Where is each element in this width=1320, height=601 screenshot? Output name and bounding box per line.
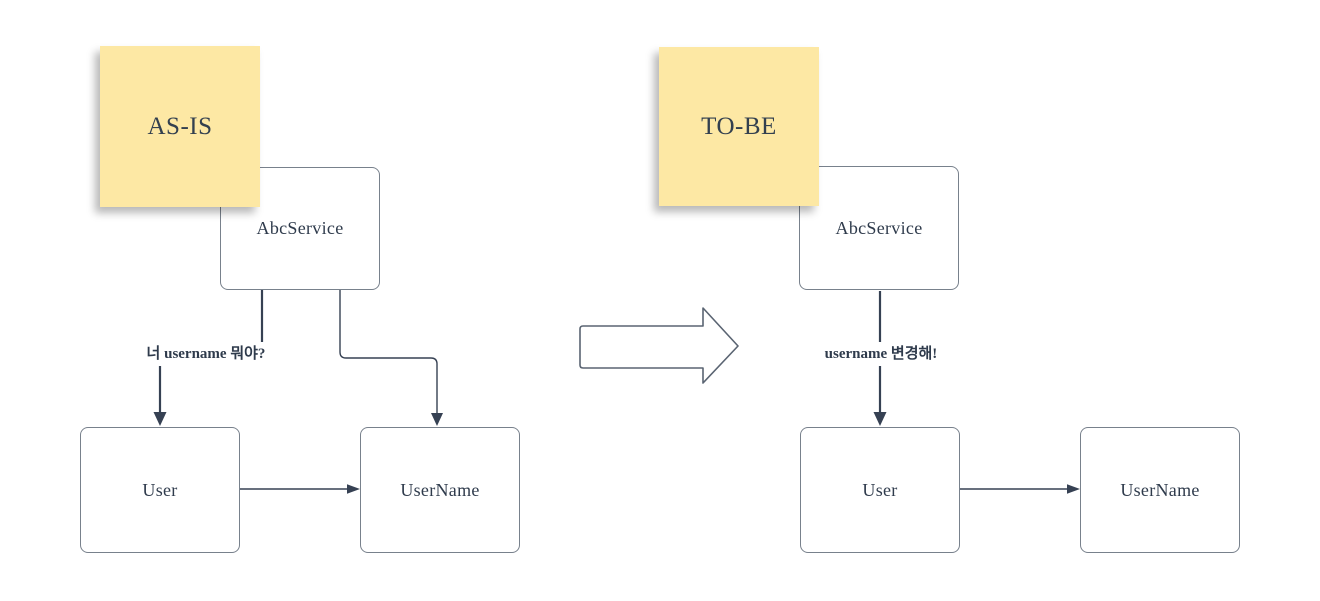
node-tobe-username-label: UserName — [1120, 479, 1200, 500]
node-asis-user-label: User — [142, 479, 178, 500]
edge-tobe-user-to-username — [960, 484, 1080, 494]
arrowhead-icon — [431, 413, 443, 426]
node-tobe-abcservice: AbcService — [799, 166, 959, 290]
sticky-note-as-is: AS-IS — [100, 46, 260, 207]
transition-block-arrow-icon — [579, 307, 739, 384]
arrowhead-icon — [153, 412, 167, 426]
sticky-note-to-be-label: TO-BE — [701, 112, 777, 140]
node-tobe-user: User — [800, 427, 960, 553]
edge-asis-user-to-username — [240, 484, 360, 494]
arrowhead-icon — [347, 484, 360, 494]
node-asis-username-label: UserName — [400, 479, 480, 500]
edge-label-tobe-change-username: username 변경해! — [801, 342, 961, 366]
arrowhead-icon — [1067, 484, 1080, 494]
sticky-note-to-be: TO-BE — [659, 47, 819, 206]
node-tobe-username: UserName — [1080, 427, 1240, 553]
sticky-note-as-is-label: AS-IS — [147, 112, 213, 140]
node-asis-user: User — [80, 427, 240, 553]
node-asis-abcservice-label: AbcService — [256, 218, 344, 238]
arrowhead-icon — [873, 412, 887, 426]
edge-label-asis-ask-username: 너 username 뭐야? — [126, 342, 286, 366]
node-tobe-user-label: User — [862, 479, 898, 500]
node-tobe-abcservice-label: AbcService — [835, 217, 923, 238]
node-asis-username: UserName — [360, 427, 520, 553]
edge-asis-service-to-username — [339, 290, 443, 426]
